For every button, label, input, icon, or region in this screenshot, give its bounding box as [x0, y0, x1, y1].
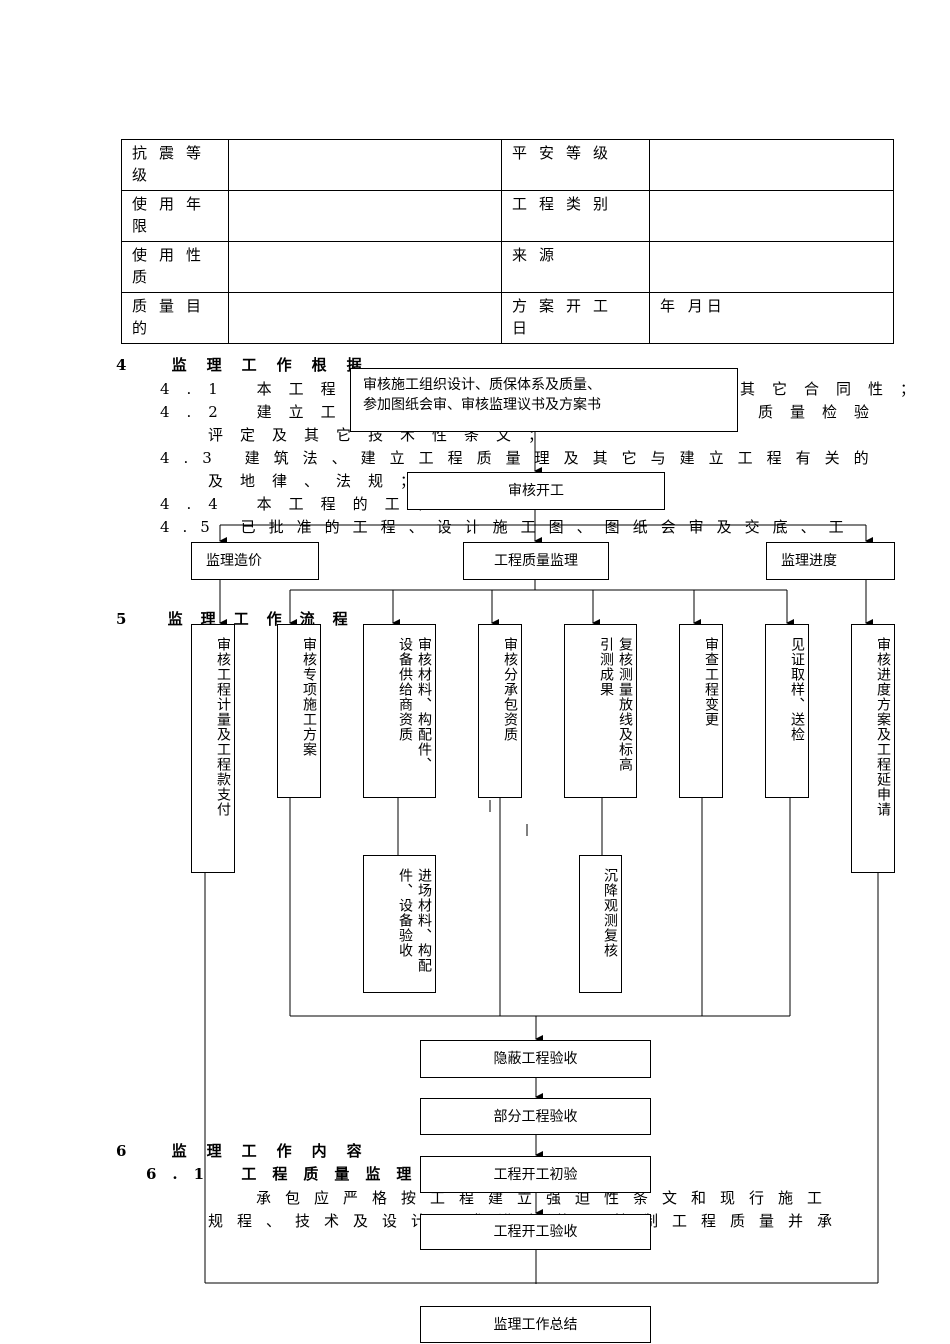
section-6-heading: 6 监理工作内容 [116, 1142, 382, 1160]
table-row: 抗震等级 平安等级 [121, 139, 894, 191]
flow-box-hidden-works: 隐蔽工程验收 [420, 1040, 651, 1078]
table-cell [228, 292, 502, 344]
table-cell: 年 月日 [649, 292, 894, 344]
basis-item-4-1: 4.1 本工程委托 [160, 380, 417, 398]
table-cell [649, 241, 894, 293]
basis-item-4-3-cont: 及地律、法规； [208, 472, 433, 490]
flow-box-schedule-review: 审核进度方案及工程延申请 [851, 624, 895, 873]
flow-box-quality-supervision: 工程质量监理 [463, 542, 609, 580]
flow-box-witness-sampling: 见证取样、送检 [765, 624, 809, 798]
flow-box-final-acceptance: 工程开工验收 [420, 1214, 651, 1250]
flow-box-settlement-check: 沉降观测复核 [579, 855, 622, 993]
section-4-heading: 4 监理工作根据 [116, 356, 382, 374]
table-row: 使用性质 来源 [121, 241, 894, 293]
flow-box-start-review: 审核开工 [407, 472, 665, 510]
flow-box-payment-review: 审核工程计量及工程款支付 [191, 624, 235, 873]
table-cell: 使用性质 [121, 241, 229, 293]
flow-box-special-plan-review: 审核专项施工方案 [277, 624, 321, 798]
flow-box-cost-supervision: 监理造价 [191, 542, 319, 580]
section-6-paragraph-1: 承包应严格按工程建立强迫性条文和现行施工 [256, 1189, 837, 1207]
basis-item-4-1-tail: 其它合同性； [740, 380, 933, 398]
table-row: 使用年限 工程类别 [121, 190, 894, 242]
basis-item-4-4: 4.4 本工程的工程地 [160, 495, 481, 513]
table-cell: 方案开工日 [501, 292, 650, 344]
flow-box-summary: 监理工作总结 [420, 1306, 651, 1343]
basis-item-4-3: 4.3 建筑法、建立工程质量理及其它与建立工程有关的 [160, 449, 883, 467]
basis-item-4-2: 4.2 建立工程监 [160, 403, 417, 421]
table-cell: 抗震等级 [121, 139, 229, 191]
flow-box-line: 参加图纸会审、审核监理议书及方案书 [363, 397, 601, 413]
flow-box-supplier-review: 审核材料、构配件、设备供给商资质 [363, 624, 436, 798]
flow-box-progress-supervision: 监理进度 [766, 542, 895, 580]
flow-box-preliminary-acceptance: 工程开工初验 [420, 1156, 651, 1193]
table-cell: 工程类别 [501, 190, 650, 242]
table-cell [649, 139, 894, 191]
flow-box-line: 审核施工组织设计、质保体系及质量、 [363, 377, 601, 393]
flow-box-material-acceptance: 进场材料、构配件、设备验收 [363, 855, 436, 993]
basis-item-4-2-tail: 质量检验 [758, 403, 887, 421]
flow-box-design-review: 审核施工组织设计、质保体系及质量、 参加图纸会审、审核监理议书及方案书 [350, 368, 738, 432]
flow-box-subcontract-review: 审核分承包资质 [478, 624, 522, 798]
flow-box-survey-recheck: 复核测量放线及标高引测成果 [564, 624, 637, 798]
project-info-table: 抗震等级 平安等级 使用年限 工程类别 使用性质 来源 质量目的 方案开工日 年… [121, 139, 894, 344]
section-6-1-heading: 6.1 工程质量监理 [146, 1165, 428, 1183]
table-row: 质量目的 方案开工日 年 月日 [121, 292, 894, 344]
flow-box-change-review: 审查工程变更 [679, 624, 723, 798]
table-cell: 质量目的 [121, 292, 229, 344]
table-cell: 来源 [501, 241, 650, 293]
basis-item-4-5: 4.5 已批准的工程、设计施工图、图纸会审及交底、工 [160, 518, 857, 536]
table-cell [228, 139, 502, 191]
flow-box-part-works: 部分工程验收 [420, 1098, 651, 1135]
table-cell [228, 241, 502, 293]
